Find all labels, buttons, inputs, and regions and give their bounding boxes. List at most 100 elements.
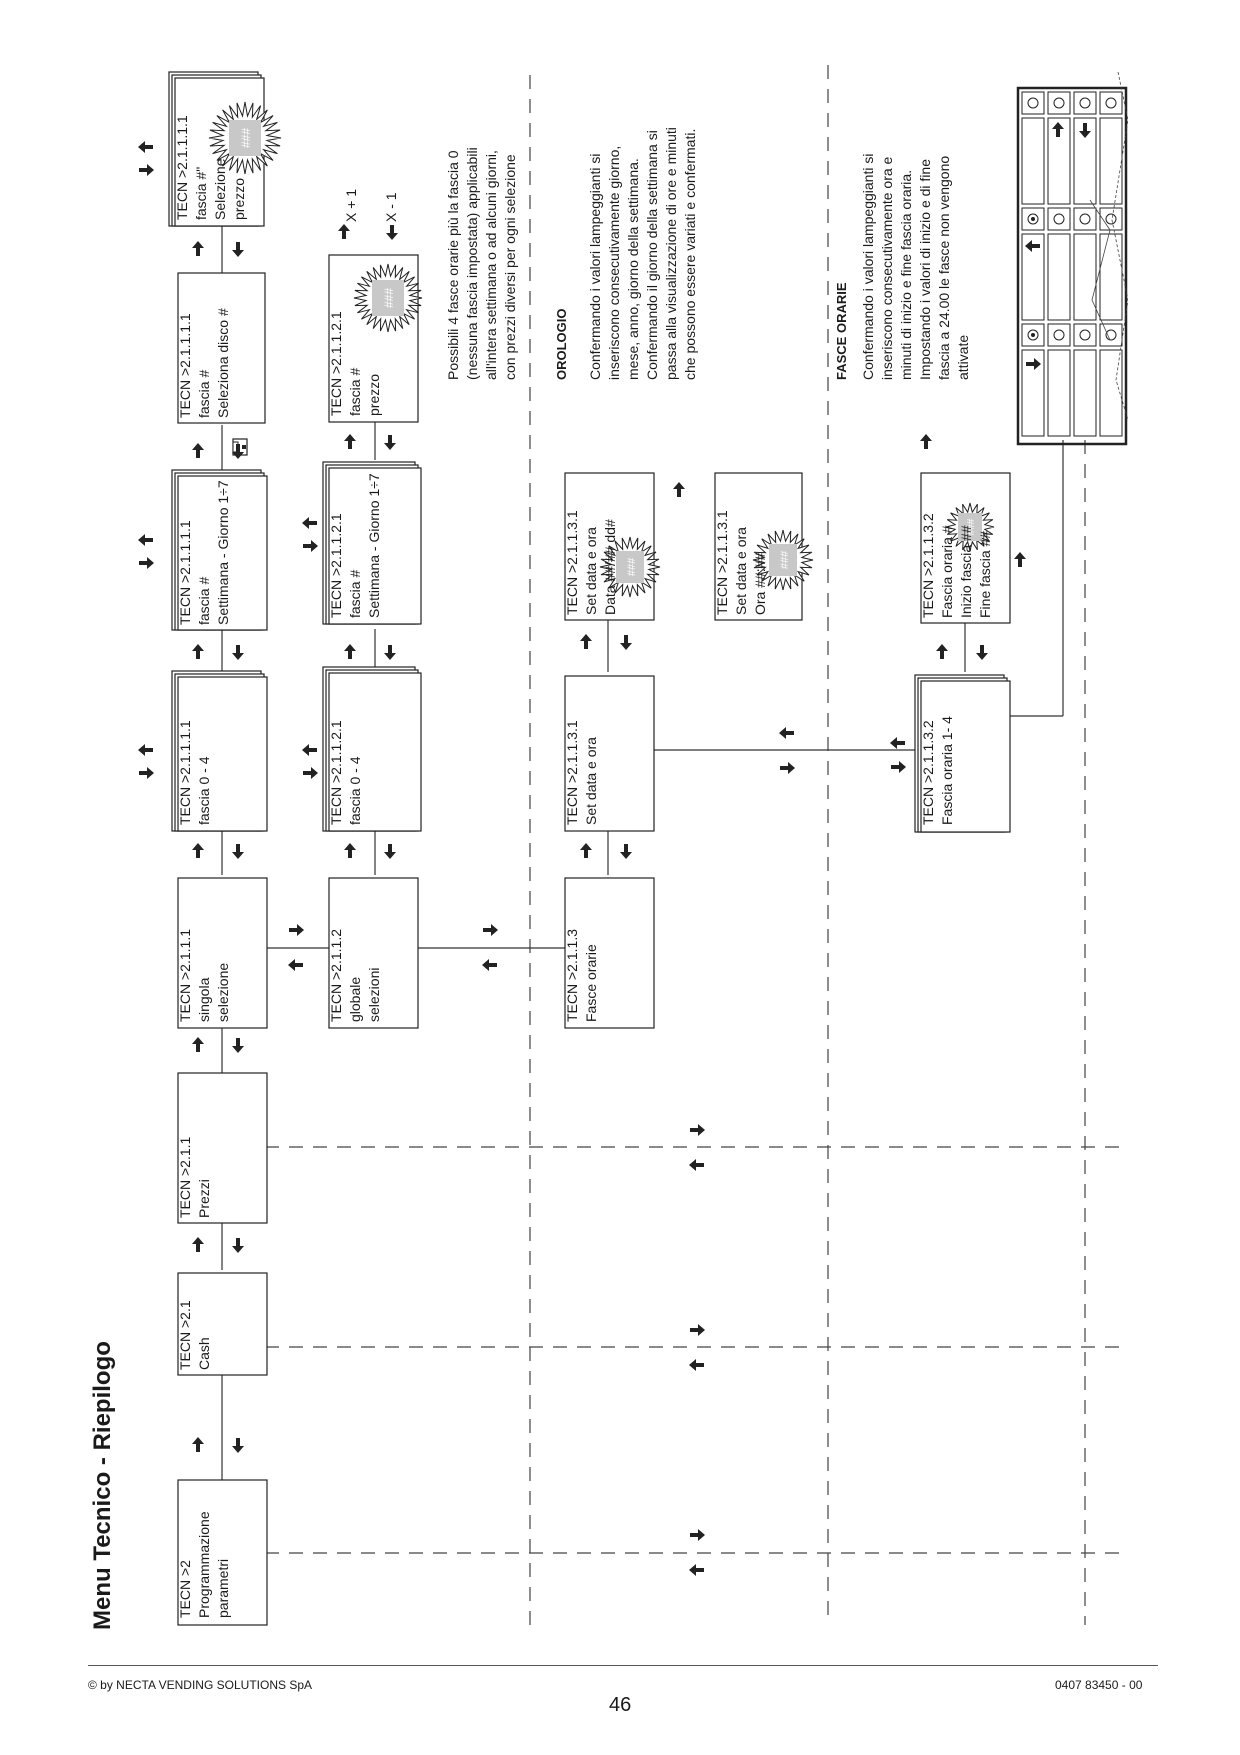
nav-arrow-icon — [690, 1529, 705, 1541]
nav-arrow-icon — [936, 644, 948, 659]
x-plus-label: X + 1 — [343, 189, 359, 222]
note-fasce: Possibili 4 fasce orarie più la fascia 0… — [445, 147, 518, 380]
page-title: Menu Tecnico - Riepilogo — [89, 1341, 116, 1630]
nav-arrow-icon — [192, 241, 204, 256]
flash-text: ### — [626, 557, 638, 576]
page-number: 46 — [609, 1694, 632, 1716]
nav-arrow-icon — [690, 1124, 705, 1136]
nav-arrow-icon — [344, 843, 356, 858]
nav-arrow-icon — [232, 1238, 244, 1253]
flash-indicator: ### — [599, 536, 661, 598]
dashed-separators — [265, 65, 1120, 1625]
nav-arrow-icon — [138, 744, 153, 756]
flash-text: ### — [779, 550, 791, 569]
nav-arrow-icon — [384, 844, 396, 859]
nav-arrow-icon — [232, 242, 244, 257]
boxes — [168, 71, 1011, 1626]
footer-document-code: 0407 83450 - 00 — [1055, 1678, 1143, 1692]
nav-arrow-icon — [689, 1159, 704, 1171]
nav-arrow-icon — [890, 737, 905, 749]
nav-arrow-icon — [303, 767, 318, 779]
nav-arrow-icon — [1014, 552, 1026, 567]
nav-arrow-icon — [344, 434, 356, 449]
x-minus-label: X - 1 — [383, 192, 399, 222]
nav-arrow-icon — [620, 844, 632, 859]
nav-arrow-icon — [673, 482, 685, 497]
nav-arrow-icon — [780, 762, 795, 774]
flash-indicator: ### — [945, 502, 995, 552]
footer-rule — [88, 1665, 1158, 1666]
nav-arrow-icon — [482, 959, 497, 971]
nav-arrow-icon — [344, 644, 356, 659]
flash-text: ### — [239, 128, 253, 148]
nav-arrow-icon — [232, 1038, 244, 1053]
nav-arrow-icon — [303, 540, 318, 552]
nav-arrow-icon — [384, 435, 396, 450]
nav-arrow-icon — [232, 645, 244, 660]
nav-arrow-icon — [192, 1237, 204, 1252]
nav-arrow-icon — [192, 644, 204, 659]
nav-arrow-icon — [139, 164, 154, 176]
nav-arrow-icon — [580, 843, 592, 858]
nav-arrow-icon — [192, 1037, 204, 1052]
keypad-diagram — [1016, 60, 1240, 461]
nav-arrow-icon — [139, 557, 154, 569]
nav-arrow-icon — [690, 1324, 705, 1336]
flash-indicators: ### ### ### ### ### — [208, 101, 995, 598]
flash-indicator: ### — [208, 101, 282, 175]
nav-arrow-icon — [779, 727, 794, 739]
nav-arrow-icon — [138, 141, 153, 153]
nav-arrow-icon — [192, 843, 204, 858]
nav-arrow-icon — [192, 443, 204, 458]
nav-arrow-icon — [580, 634, 592, 649]
flash-text: ### — [966, 518, 977, 535]
flash-indicator: ### — [752, 529, 814, 591]
nav-arrow-icon — [920, 434, 932, 449]
nav-arrow-icon — [288, 959, 303, 971]
fasce-orarie-heading: FASCE ORARIE — [834, 282, 849, 380]
nav-arrow-icon — [386, 225, 398, 240]
nav-arrow-icon — [192, 1437, 204, 1452]
nav-arrow-icon — [384, 645, 396, 660]
footer-copyright: © by NECTA VENDING SOLUTIONS SpA — [88, 1678, 313, 1692]
nav-arrow-icon — [302, 517, 317, 529]
nav-arrow-icon — [891, 761, 906, 773]
nav-arrow-icon — [302, 744, 317, 756]
nav-arrow-icon — [289, 924, 304, 936]
orologio-heading: OROLOGIO — [554, 309, 569, 381]
nav-arrow-icon — [138, 534, 153, 546]
nav-arrow-icon — [232, 1438, 244, 1453]
nav-arrow-icon — [139, 767, 154, 779]
nav-arrow-icon — [689, 1359, 704, 1371]
nav-arrow-icon — [976, 645, 988, 660]
nav-arrow-icon — [338, 224, 350, 239]
nav-arrow-icon — [483, 924, 498, 936]
nav-arrow-icon — [620, 635, 632, 650]
nav-arrow-icon — [689, 1564, 704, 1576]
flash-text: ### — [382, 288, 396, 308]
nav-arrow-icon — [232, 844, 244, 859]
connector-lines — [221, 225, 1064, 1480]
